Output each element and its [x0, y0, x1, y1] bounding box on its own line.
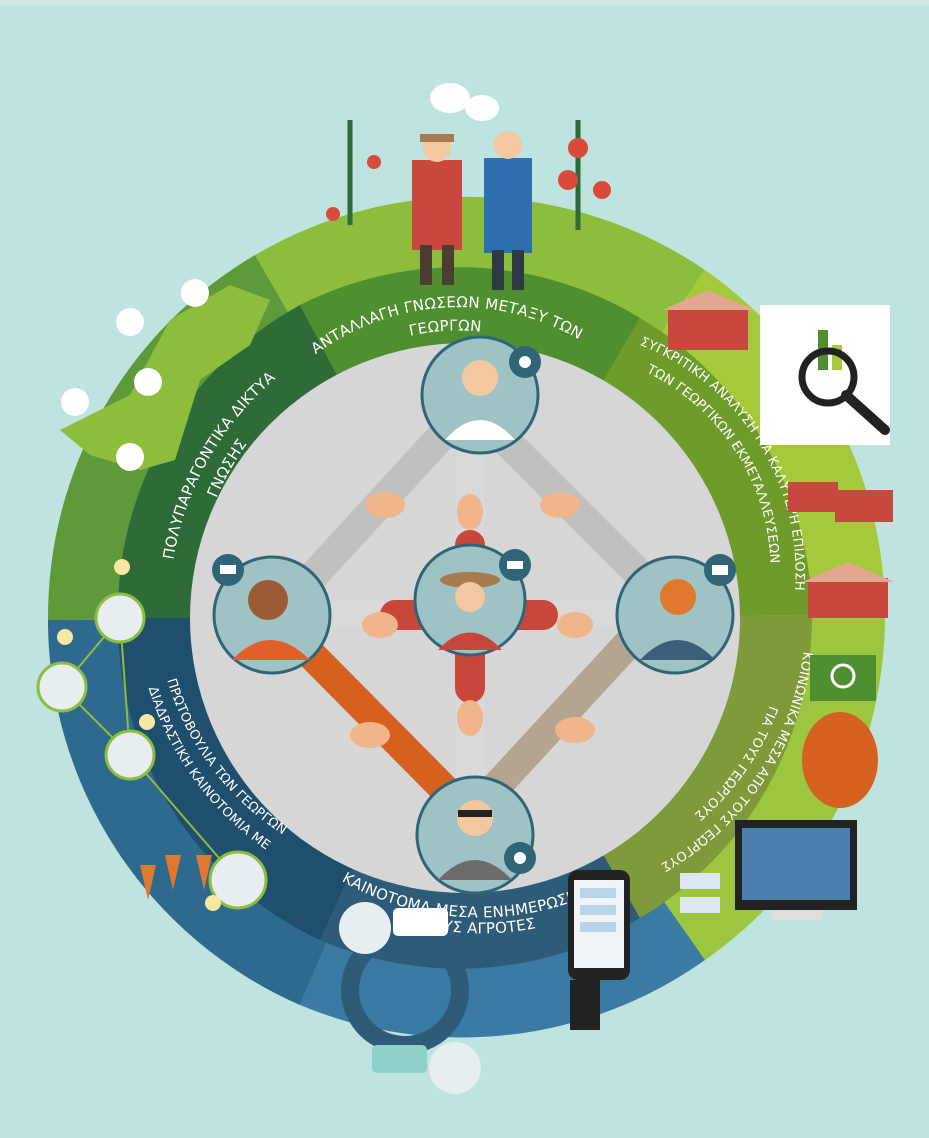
- person-centre: [413, 543, 531, 657]
- handshake-centre-bottom: [457, 700, 483, 736]
- social-media-illustration: [680, 655, 878, 920]
- message-bubble-icon: [393, 908, 448, 936]
- network-woman-2: [208, 850, 268, 910]
- persons: [212, 335, 736, 895]
- handshake-centre-top: [457, 494, 483, 530]
- lightbulb-icon: [114, 559, 130, 575]
- chat-bubble-icon-2: [680, 897, 720, 913]
- carrot-icon-3: [196, 855, 212, 890]
- left-network-avatars: [36, 559, 268, 911]
- microscope-icon: [181, 279, 209, 307]
- speech-bubble-icon-2: [465, 95, 499, 121]
- handshakes: [350, 492, 595, 748]
- handshake-top-right: [540, 492, 580, 518]
- person-top: [420, 335, 541, 455]
- handshake-bottom-left: [350, 722, 390, 748]
- handshake-centre-right: [557, 612, 593, 638]
- top-illustration: [326, 83, 611, 290]
- carrot-icon-2: [165, 855, 181, 890]
- barn-icon-4: [808, 578, 888, 618]
- person-bottom: [415, 775, 536, 895]
- europe-map: [60, 285, 270, 470]
- report-document: [760, 305, 890, 445]
- barn-icon-3: [835, 490, 893, 522]
- chart-icon: [134, 368, 162, 396]
- speech-bubble-icon: [430, 83, 470, 113]
- tomato-icon: [367, 155, 381, 169]
- network-farmer-1: [94, 592, 146, 644]
- farmer-male: [412, 160, 462, 250]
- rooster-icon: [802, 712, 878, 808]
- europe-map-illustration: [60, 279, 270, 471]
- tractor-icon: [116, 308, 144, 336]
- handshake-centre-left: [362, 612, 398, 638]
- barn-icon: [668, 308, 748, 350]
- factory-icon: [61, 388, 89, 416]
- barn-icon-2: [788, 482, 838, 512]
- message-bubble-icon-2: [372, 1045, 427, 1073]
- handshake-top-left: [365, 492, 405, 518]
- lightbulb-icon-3: [139, 714, 155, 730]
- tomato-icon-2: [326, 207, 340, 221]
- network-farmer-2: [104, 729, 156, 781]
- network-woman: [36, 661, 88, 713]
- video-player-icon: [810, 655, 876, 701]
- doctor-avatar: [339, 902, 391, 954]
- carrot-icon: [140, 865, 156, 900]
- lightbulb-icon-4: [205, 895, 221, 911]
- label-top-line2: ΓΕΩΡΓΩΝ: [407, 316, 482, 339]
- handshake-bottom-right: [555, 717, 595, 743]
- person-left: [212, 554, 332, 675]
- top-border: [0, 0, 929, 6]
- farmer-female: [484, 158, 532, 253]
- chat-bubble-icon: [680, 873, 720, 889]
- network-icon: [116, 443, 144, 471]
- person-right: [615, 554, 736, 675]
- lightbulb-icon-2: [57, 629, 73, 645]
- bottom-illustration: [339, 870, 630, 1094]
- magnifier-icon: [798, 347, 858, 407]
- barns-illustration: [662, 290, 894, 618]
- farmer-avatar: [429, 1042, 481, 1094]
